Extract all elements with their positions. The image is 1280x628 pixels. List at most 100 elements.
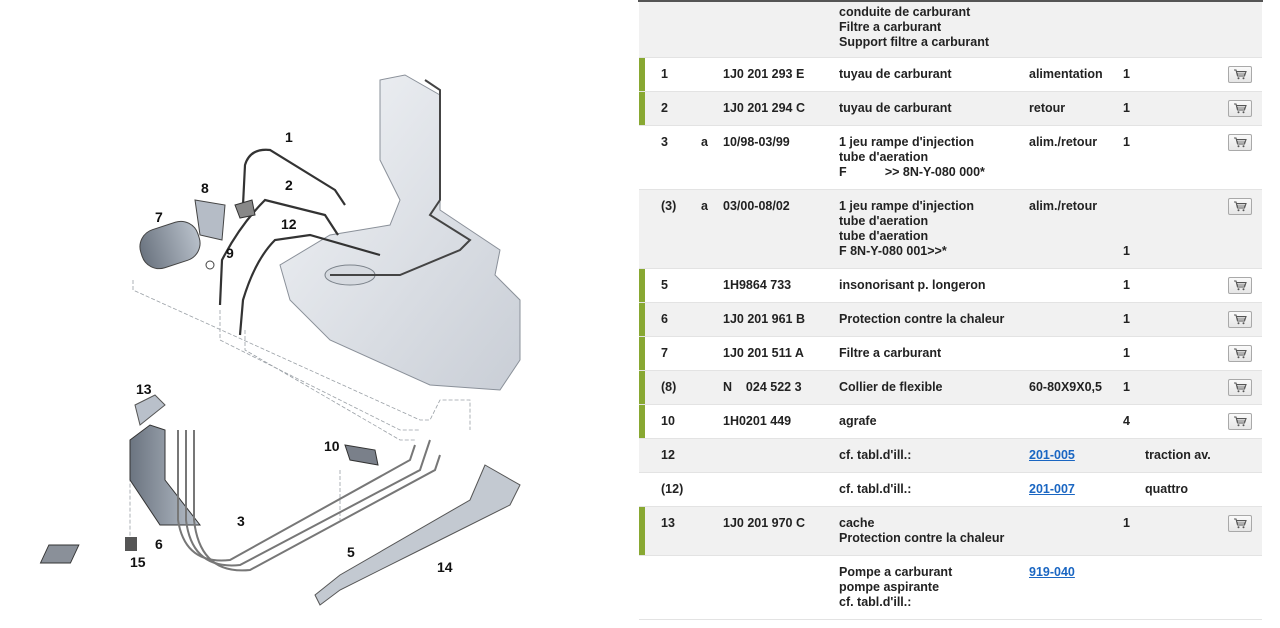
add-to-cart-button[interactable] — [1228, 379, 1252, 396]
add-to-cart-button[interactable] — [1228, 66, 1252, 83]
cart-cell — [1228, 337, 1262, 370]
callout-10[interactable]: 10 — [324, 438, 340, 454]
part-description: 1 jeu rampe d'injection tube d'aeration … — [839, 135, 985, 179]
sub-index — [701, 507, 723, 555]
parts-diagram: 1 2 3 5 6 7 8 9 10 12 13 14 15 — [0, 0, 630, 628]
sub-index — [701, 303, 723, 336]
model-remark — [1145, 126, 1241, 189]
part-note: 919-040 — [1029, 556, 1123, 619]
position-number: (12) — [661, 482, 684, 496]
callout-2[interactable]: 2 — [285, 177, 293, 193]
part-note: 60-80X9X0,5 — [1029, 380, 1102, 394]
add-to-cart-button[interactable] — [1228, 198, 1252, 215]
part-description: Filtre a carburant — [839, 346, 942, 360]
part-description: Collier de flexible — [839, 380, 943, 394]
callout-7[interactable]: 7 — [155, 209, 163, 225]
model-remark — [1145, 371, 1241, 404]
part-number: N 024 522 3 — [723, 380, 802, 394]
cart-cell — [1228, 126, 1262, 189]
lower-assembly — [39, 394, 521, 606]
part-number: 1H0201 449 — [723, 414, 792, 428]
sub-index — [701, 371, 723, 404]
table-row[interactable]: 7 1J0 201 511 A Filtre a carburant 1 — [639, 337, 1262, 371]
part-note — [1029, 405, 1123, 438]
callout-9[interactable]: 9 — [226, 245, 234, 261]
table-row[interactable]: Pompe a carburant pompe aspirante cf. ta… — [639, 556, 1262, 620]
callout-8[interactable]: 8 — [201, 180, 209, 196]
callout-13[interactable]: 13 — [136, 381, 152, 397]
shopping-cart-icon — [1234, 382, 1247, 393]
part-number: 1J0 201 511 A — [723, 346, 804, 360]
part-number: 1H9864 733 — [723, 278, 792, 292]
part-description: tuyau de carburant — [839, 67, 952, 81]
table-row[interactable]: 3 a 10/98-03/99 1 jeu rampe d'injection … — [639, 126, 1262, 190]
add-to-cart-button[interactable] — [1228, 311, 1252, 328]
table-row[interactable]: 1 1J0 201 293 E tuyau de carburant alime… — [639, 58, 1262, 92]
add-to-cart-button[interactable] — [1228, 100, 1252, 117]
quantity: 1 — [1123, 346, 1130, 360]
row-marker — [639, 269, 645, 302]
table-row[interactable]: (3) a 03/00-08/02 1 jeu rampe d'injectio… — [639, 190, 1262, 269]
shopping-cart-icon — [1234, 280, 1247, 291]
position-number: 5 — [661, 278, 668, 292]
callout-1[interactable]: 1 — [285, 129, 293, 145]
illustration-link[interactable]: 919-040 — [1029, 565, 1075, 579]
add-to-cart-button[interactable] — [1228, 413, 1252, 430]
table-top-border — [638, 0, 1263, 2]
add-to-cart-button[interactable] — [1228, 134, 1252, 151]
shopping-cart-icon — [1234, 137, 1247, 148]
sub-index — [701, 473, 723, 506]
position-number: (3) — [661, 199, 677, 213]
illustration-link[interactable]: 201-007 — [1029, 482, 1075, 496]
table-row[interactable]: 10 1H0201 449 agrafe 4 — [639, 405, 1262, 439]
model-remark — [1145, 190, 1241, 268]
cart-cell — [1228, 269, 1262, 302]
cart-cell — [1241, 439, 1262, 472]
table-row[interactable]: 6 1J0 201 961 B Protection contre la cha… — [639, 303, 1262, 337]
callout-15[interactable]: 15 — [130, 554, 146, 570]
table-row[interactable]: 5 1H9864 733 insonorisant p. longeron 1 — [639, 269, 1262, 303]
sub-index — [701, 58, 723, 91]
part-number: 10/98-03/99 — [723, 135, 790, 149]
callout-3[interactable]: 3 — [237, 513, 245, 529]
row-marker — [639, 507, 645, 555]
part-note — [1029, 303, 1123, 336]
illustration-link[interactable]: 201-005 — [1029, 448, 1075, 462]
table-row[interactable]: 13 1J0 201 970 C cache Protection contre… — [639, 507, 1262, 556]
header-description: conduite de carburant Filtre a carburant… — [839, 5, 990, 49]
sub-index — [701, 556, 723, 619]
callout-12[interactable]: 12 — [281, 216, 297, 232]
cart-cell — [1228, 92, 1262, 125]
quantity: 1 — [1123, 101, 1130, 115]
add-to-cart-button[interactable] — [1228, 277, 1252, 294]
callout-6[interactable]: 6 — [155, 536, 163, 552]
table-header-row: conduite de carburant Filtre a carburant… — [639, 2, 1262, 58]
quantity — [1123, 556, 1145, 619]
add-to-cart-button[interactable] — [1228, 345, 1252, 362]
table-row[interactable]: 2 1J0 201 294 C tuyau de carburant retou… — [639, 92, 1262, 126]
cart-cell — [1228, 507, 1262, 555]
shopping-cart-icon — [1234, 314, 1247, 325]
position-number: 13 — [661, 516, 675, 530]
part-note — [1029, 337, 1123, 370]
table-row[interactable]: 12 cf. tabl.d'ill.: 201-005 traction av. — [639, 439, 1262, 473]
part-number: 03/00-08/02 — [723, 199, 790, 213]
part-note: alimentation — [1029, 67, 1103, 81]
callout-5[interactable]: 5 — [347, 544, 355, 560]
position-number: (8) — [661, 380, 677, 394]
table-row[interactable]: (8) N 024 522 3 Collier de flexible 60-8… — [639, 371, 1262, 405]
cart-cell — [1228, 58, 1262, 91]
row-marker — [639, 405, 645, 438]
table-row[interactable]: (12) cf. tabl.d'ill.: 201-007 quattro — [639, 473, 1262, 507]
part-number: 1J0 201 294 C — [723, 101, 806, 115]
row-marker — [639, 92, 645, 125]
part-description: 1 jeu rampe d'injection tube d'aeration … — [839, 199, 974, 258]
sub-index — [701, 92, 723, 125]
fuel-lines — [218, 148, 381, 336]
callout-14[interactable]: 14 — [437, 559, 453, 575]
sub-index — [701, 405, 723, 438]
cart-cell — [1241, 556, 1262, 619]
row-marker — [639, 371, 645, 404]
part-number — [723, 556, 839, 619]
add-to-cart-button[interactable] — [1228, 515, 1252, 532]
